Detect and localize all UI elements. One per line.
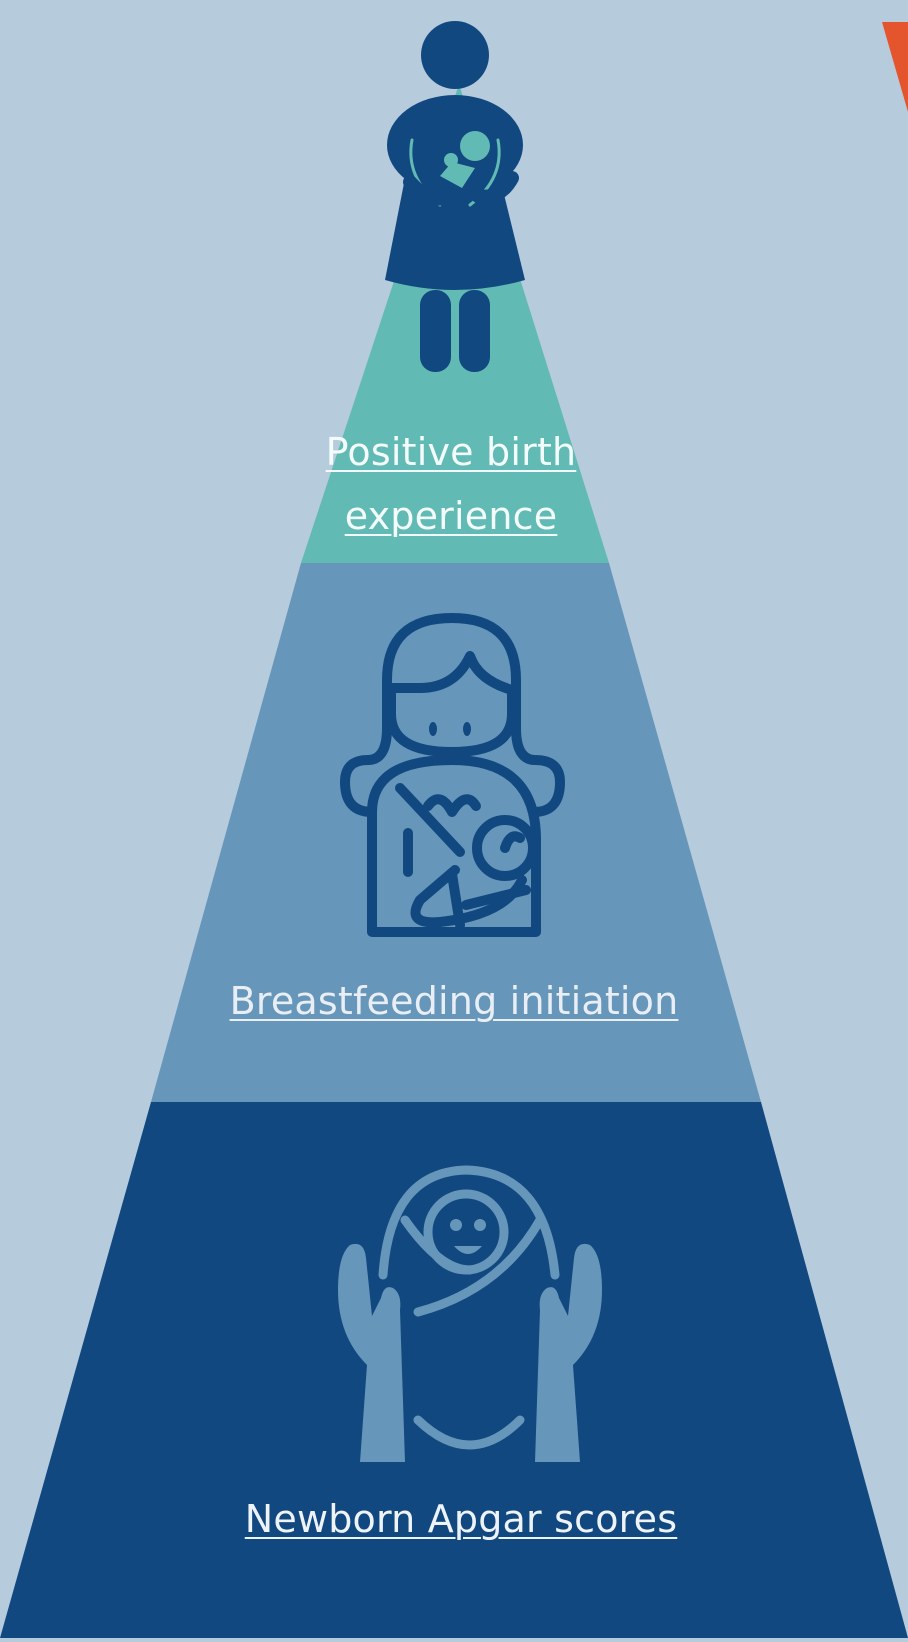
tier-label-line-1: Positive birth: [325, 430, 577, 474]
hands-holding-newborn-icon: [338, 1165, 602, 1462]
pyramid-tier-bottom: [0, 1102, 908, 1638]
tier-label-line-2: experience: [344, 494, 558, 538]
positive-birth-experience-link[interactable]: Positive birth experience: [0, 420, 908, 548]
breastfeeding-mother-icon: [340, 613, 565, 937]
newborn-apgar-scores-link[interactable]: Newborn Apgar scores: [244, 1497, 678, 1541]
accent-shape: [882, 22, 908, 112]
pyramid-tier-middle: [151, 563, 761, 1102]
pyramid-tier-top: [301, 84, 609, 563]
breastfeeding-initiation-link[interactable]: Breastfeeding initiation: [229, 979, 679, 1023]
face-eyes: [429, 722, 471, 736]
mother-holding-baby-icon: [385, 21, 525, 372]
